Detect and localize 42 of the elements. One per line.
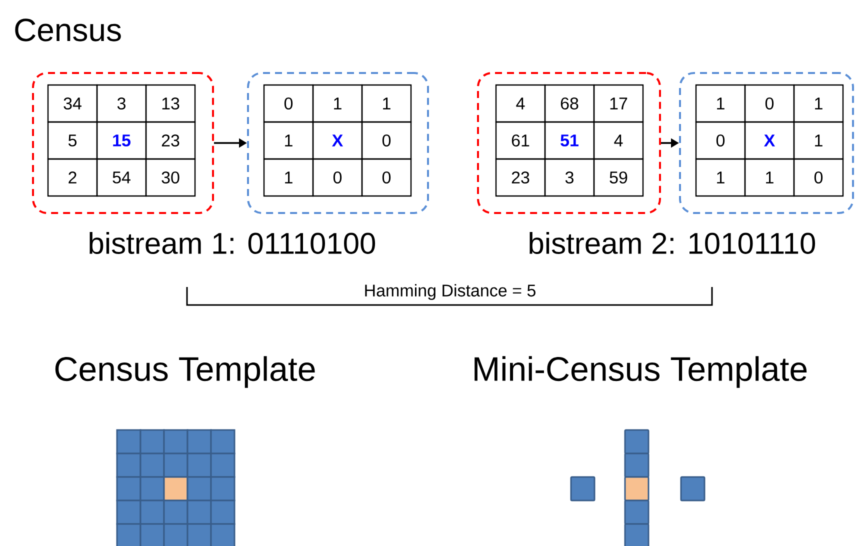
table-cell: 30: [145, 158, 196, 197]
table-cell: 1: [263, 158, 314, 197]
table-cell: 3: [544, 158, 595, 197]
table-cell: 5: [47, 121, 98, 160]
table-cell: 1: [793, 121, 844, 160]
table-cell: 0: [361, 121, 412, 160]
table-cell: 0: [695, 121, 746, 160]
table-cell: 3: [96, 84, 147, 123]
table-cell: 54: [96, 158, 147, 197]
title: Census: [15, 18, 121, 42]
table-cell: 61: [495, 121, 546, 160]
table-cell: 34: [47, 84, 98, 123]
table-cell: 0: [744, 84, 795, 123]
table-cell: 17: [593, 84, 644, 123]
table-cell: 68: [544, 84, 595, 123]
table-cell: 0: [793, 158, 844, 197]
table-cell: 4: [495, 84, 546, 123]
table-cell: 1: [312, 84, 363, 123]
table-cell: 23: [145, 121, 196, 160]
table-cell: 1: [263, 121, 314, 160]
table-cell: 0: [263, 84, 314, 123]
table-cell: 0: [312, 158, 363, 197]
table-cell: 1: [793, 84, 844, 123]
table-cell: 23: [495, 158, 546, 197]
label: bistream 2: 10101110: [530, 232, 816, 254]
table-cell: 1: [744, 158, 795, 197]
label: bistream 1: 01110100: [90, 232, 376, 254]
label: Hamming Distance = 5: [365, 284, 536, 300]
table-cell: 4: [593, 121, 644, 160]
table-cell: 1: [695, 158, 746, 197]
label: Mini-Census Template: [474, 356, 807, 388]
table-cell: X: [744, 121, 795, 160]
table-cell: 13: [145, 84, 196, 123]
table-cell: 1: [361, 84, 412, 123]
table-cell: 15: [96, 121, 147, 160]
table-cell: 2: [47, 158, 98, 197]
table-cell: 59: [593, 158, 644, 197]
table-cell: 1: [695, 84, 746, 123]
table-cell: X: [312, 121, 363, 160]
label: Census Template: [55, 356, 315, 388]
table-cell: 0: [361, 158, 412, 197]
table-cell: 51: [544, 121, 595, 160]
